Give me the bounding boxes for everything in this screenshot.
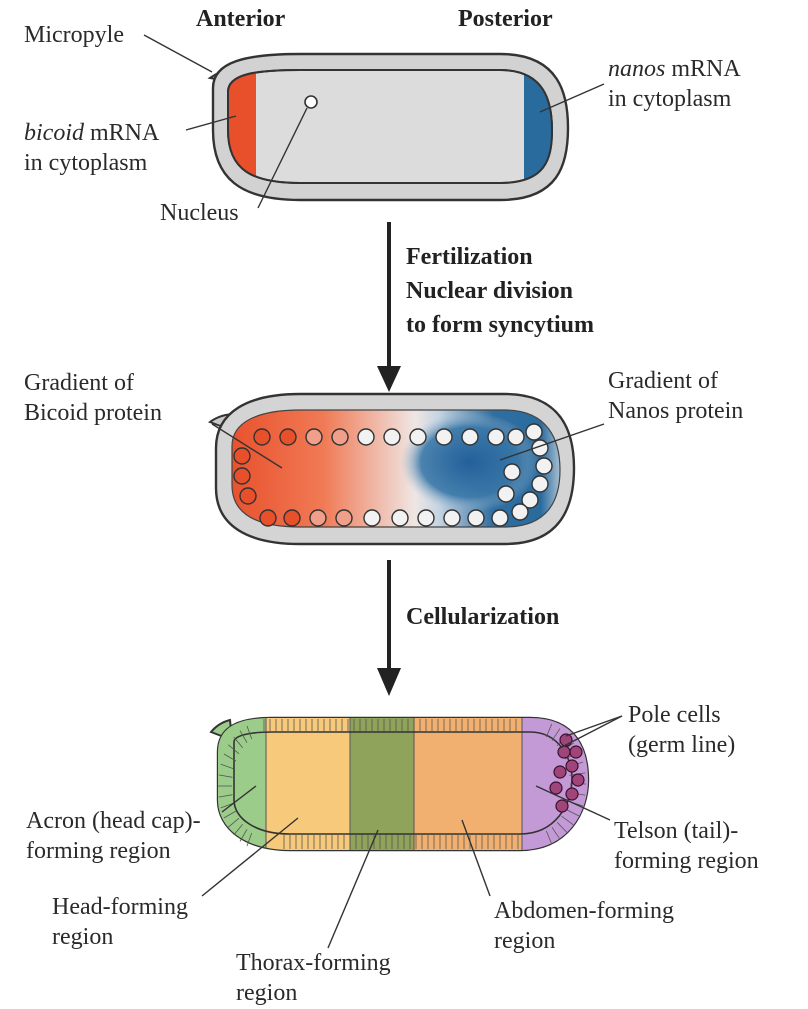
nanos-gradient-core xyxy=(400,412,540,512)
unfertilized-egg xyxy=(210,54,568,200)
egg-cytoplasm xyxy=(228,70,552,183)
pole-cell xyxy=(570,746,582,758)
head-region-label: Head-forming xyxy=(52,894,188,920)
syncytial-nucleus xyxy=(418,510,434,526)
syncytial-nucleus xyxy=(492,510,508,526)
pole-cell xyxy=(566,760,578,772)
egg-nucleus xyxy=(305,96,317,108)
syncytial-nucleus xyxy=(254,429,270,445)
syncytial-nucleus xyxy=(436,429,452,445)
syncytial-nucleus xyxy=(280,429,296,445)
acron-label-line2: forming region xyxy=(26,838,171,864)
syncytial-nucleus xyxy=(410,429,426,445)
syncytial-nucleus xyxy=(240,488,256,504)
syncytial-nucleus xyxy=(306,429,322,445)
thorax-region-label: Thorax-forming xyxy=(236,950,391,976)
syncytial-nucleus xyxy=(508,429,524,445)
process-arrow-2 xyxy=(377,560,401,696)
fertilization-step-label: Fertilization xyxy=(406,244,533,270)
syncytial-nucleus xyxy=(260,510,276,526)
bicoid-mrna-label: bicoid mRNA xyxy=(24,120,160,146)
pole-cell xyxy=(554,766,566,778)
syncytial-nucleus xyxy=(392,510,408,526)
cellularization-step-label: Cellularization xyxy=(406,604,559,630)
bicoid-gradient-label-line2: Bicoid protein xyxy=(24,400,162,426)
syncytial-nucleus xyxy=(468,510,484,526)
micropyle-leader xyxy=(144,35,212,72)
abdomen-region-label: Abdomen-forming xyxy=(494,898,674,924)
nanos-gradient-label-line2: Nanos protein xyxy=(608,398,743,424)
syncytial-nucleus xyxy=(498,486,514,502)
syncytial-nucleus xyxy=(526,424,542,440)
syncytial-nucleus xyxy=(462,429,478,445)
process-arrow-1 xyxy=(377,222,401,392)
anterior-header: Anterior xyxy=(196,6,286,32)
syncytial-nucleus xyxy=(332,429,348,445)
bicoid-gradient-label: Gradient of xyxy=(24,370,134,396)
head-region-label-line2: region xyxy=(52,924,113,950)
acron-label: Acron (head cap)- xyxy=(26,808,201,834)
syncytial-nucleus xyxy=(536,458,552,474)
posterior-header: Posterior xyxy=(458,6,553,32)
pole-cell xyxy=(558,746,570,758)
pole-cell xyxy=(572,774,584,786)
syncytial-nucleus xyxy=(310,510,326,526)
syncytial-nucleus xyxy=(444,510,460,526)
syncytial-nucleus xyxy=(284,510,300,526)
syncytial-nucleus xyxy=(488,429,504,445)
nucleus-label: Nucleus xyxy=(160,200,239,226)
pole-cells-label: Pole cells xyxy=(628,702,721,728)
syncytial-nucleus xyxy=(364,510,380,526)
nanos-gradient-label: Gradient of xyxy=(608,368,718,394)
bicoid-mrna-label-line2: in cytoplasm xyxy=(24,150,148,176)
syncytial-nucleus xyxy=(512,504,528,520)
telson-label-line2: forming region xyxy=(614,848,759,874)
nanos-mrna-label: nanos mRNA xyxy=(608,56,741,82)
syncytial-nucleus xyxy=(504,464,520,480)
pole-cells-label-line2: (germ line) xyxy=(628,732,735,758)
telson-label: Telson (tail)- xyxy=(614,818,738,844)
micropyle-label: Micropyle xyxy=(24,22,124,48)
syncytial-nucleus xyxy=(384,429,400,445)
pole-cell xyxy=(550,782,562,794)
cellular-blastoderm xyxy=(211,712,596,858)
nanos-mrna-label-line2: in cytoplasm xyxy=(608,86,732,112)
pole-cell xyxy=(566,788,578,800)
syncytial-nucleus xyxy=(234,468,250,484)
syncytial-nucleus xyxy=(336,510,352,526)
pole-cell xyxy=(556,800,568,812)
pole-cells-leader-1 xyxy=(566,716,622,736)
syncytial-nucleus xyxy=(234,448,250,464)
abdomen-region-label-line2: region xyxy=(494,928,555,954)
syncytial-embryo xyxy=(210,394,574,544)
syncytium-step-label: to form syncytium xyxy=(406,312,594,338)
syncytial-nucleus xyxy=(532,476,548,492)
nuclear-division-step-label: Nuclear division xyxy=(406,278,573,304)
syncytial-nucleus xyxy=(358,429,374,445)
thorax-region-label-line2: region xyxy=(236,980,297,1006)
